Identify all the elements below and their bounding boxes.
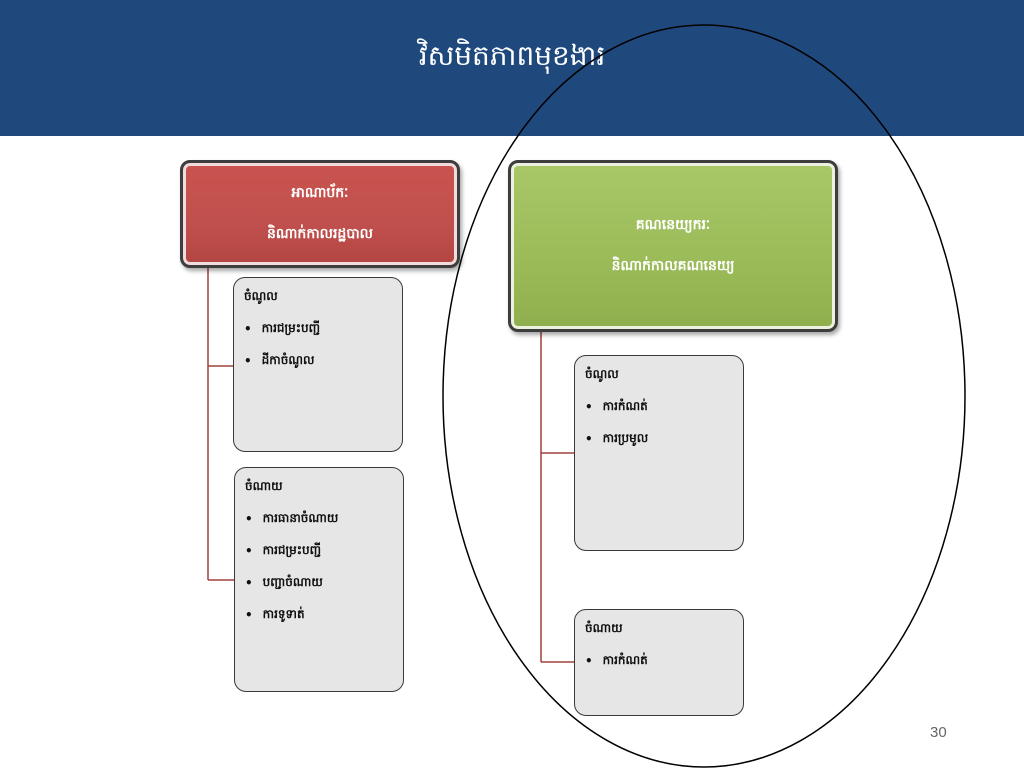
right-head-line1: គណនេយ្យករៈ [635, 217, 711, 233]
title-bar [0, 0, 1024, 136]
slide-number: 30 [930, 724, 947, 741]
list-item: • ការទូទាត់ [245, 606, 393, 624]
left-income-box: ចំណូល • ការជម្រះបញ្ជី • ដីកាចំណូល [233, 277, 403, 452]
list-item: • ដីកាចំណូល [244, 352, 392, 370]
left-head-line1: អាណាប័កៈ [291, 185, 349, 201]
right-head-box: គណនេយ្យករៈ និណាក់កាលគណនេយ្យ [508, 160, 838, 332]
bullet-icon: • [585, 400, 593, 414]
bullet-icon: • [245, 608, 253, 622]
list-item: • ការជម្រះបញ្ជី [245, 542, 393, 560]
list-item: • ការប្រមូល [585, 430, 733, 448]
left-head-box: អាណាប័កៈ និណាក់កាលរដ្ឋបាល [180, 160, 460, 268]
left-income-title: ចំណូល [244, 289, 278, 303]
list-item-text: ដីកាចំណូល [261, 353, 315, 367]
bullet-icon: • [585, 654, 593, 668]
list-item: • បញ្ជាចំណាយ [245, 574, 393, 592]
bullet-icon: • [245, 576, 253, 590]
list-item-text: ការកំណត់ [602, 653, 648, 667]
left-expense-title: ចំណាយ [245, 479, 283, 493]
list-item: • ការកំណត់ [585, 652, 733, 670]
bullet-icon: • [245, 512, 253, 526]
highlight-oval [442, 24, 966, 768]
list-item-text: ការទូទាត់ [262, 607, 305, 621]
left-expense-list: • ការធានាចំណាយ • ការជម្រះបញ្ជី • បញ្ជាចំណាយ… [245, 510, 393, 624]
list-item-text: ការប្រមូល [602, 431, 649, 445]
right-expense-box: ចំណាយ • ការកំណត់ [574, 609, 744, 716]
right-income-title: ចំណូល [585, 367, 619, 381]
bullet-icon: • [244, 354, 252, 368]
bullet-icon: • [244, 322, 252, 336]
list-item-text: ការជម្រះបញ្ជី [262, 543, 322, 557]
list-item: • ការធានាចំណាយ [245, 510, 393, 528]
left-head-line2: និណាក់កាលរដ្ឋបាល [267, 226, 373, 242]
list-item-text: ការកំណត់ [602, 399, 648, 413]
bullet-icon: • [585, 432, 593, 446]
left-expense-box: ចំណាយ • ការធានាចំណាយ • ការជម្រះបញ្ជី • បញ្ជ… [234, 467, 404, 692]
right-income-list: • ការកំណត់ • ការប្រមូល [585, 398, 733, 448]
list-item-text: ការធានាចំណាយ [262, 511, 339, 525]
right-income-box: ចំណូល • ការកំណត់ • ការប្រមូល [574, 355, 744, 551]
slide-title: វិសមិតភាពមុខងារ [418, 39, 606, 72]
right-head-line2: និណាក់កាលគណនេយ្យ [611, 258, 735, 274]
bullet-icon: • [245, 544, 253, 558]
list-item-text: ការជម្រះបញ្ជី [261, 321, 321, 335]
list-item: • ការកំណត់ [585, 398, 733, 416]
right-expense-list: • ការកំណត់ [585, 652, 733, 670]
left-income-list: • ការជម្រះបញ្ជី • ដីកាចំណូល [244, 320, 392, 370]
right-expense-title: ចំណាយ [585, 621, 623, 635]
list-item-text: បញ្ជាចំណាយ [262, 575, 323, 589]
list-item: • ការជម្រះបញ្ជី [244, 320, 392, 338]
